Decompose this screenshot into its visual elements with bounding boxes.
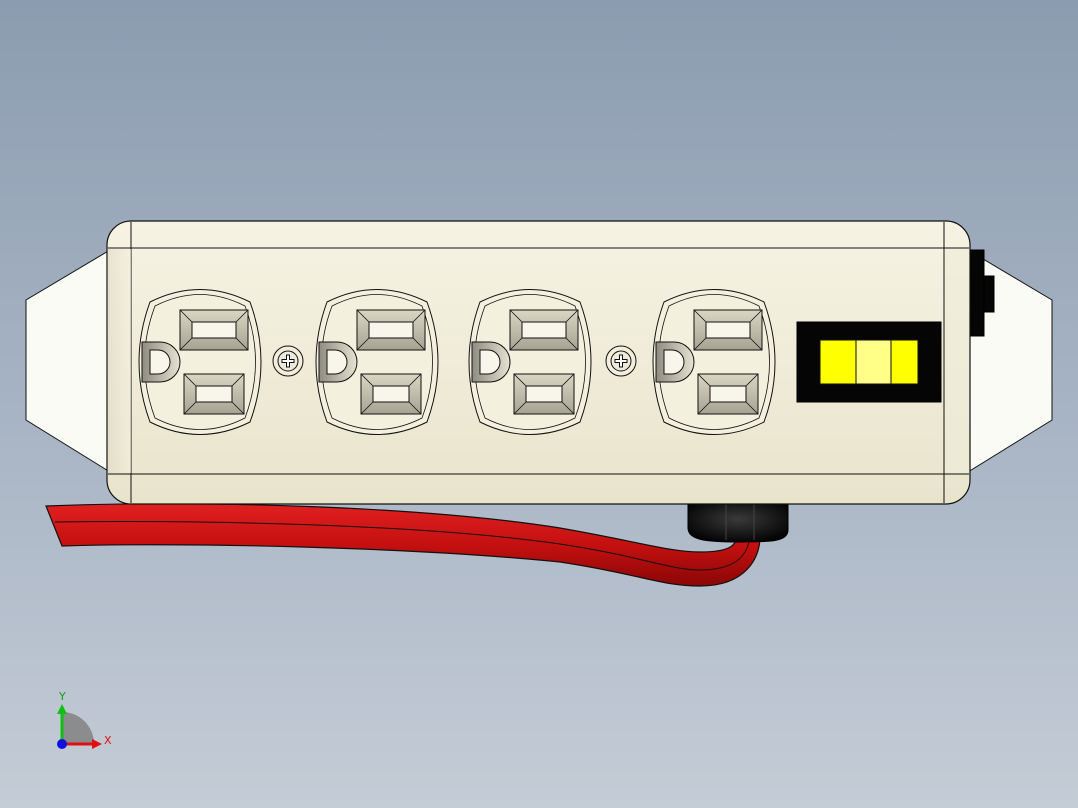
- outlet-slot: [360, 373, 422, 415]
- coordinate-triad: X Y: [57, 690, 112, 749]
- illuminated-switch[interactable]: [796, 321, 942, 403]
- ground-hole: [141, 341, 181, 383]
- outlet-slot: [693, 309, 763, 351]
- outlet-slot: [509, 309, 579, 351]
- y-axis-label: Y: [58, 690, 66, 703]
- screw-1: [272, 345, 304, 377]
- outlet-slot: [356, 309, 426, 351]
- power-cord: [45, 503, 761, 587]
- outlet-3[interactable]: [468, 289, 592, 435]
- outlet-slot: [183, 373, 245, 415]
- outlet-2[interactable]: [315, 289, 439, 435]
- switch-segment-middle[interactable]: [855, 339, 892, 385]
- outlet-slot: [179, 309, 249, 351]
- left-mounting-bracket: [25, 249, 111, 473]
- x-axis-label: X: [104, 734, 112, 747]
- switch-segment-right[interactable]: [890, 339, 919, 385]
- ground-hole: [471, 341, 511, 383]
- ground-hole: [318, 341, 358, 383]
- outlet-slot: [513, 373, 575, 415]
- switch-segment-left[interactable]: [819, 339, 857, 385]
- screw-2: [605, 345, 637, 377]
- screws-group: [272, 345, 637, 377]
- outlet-slot: [697, 373, 759, 415]
- outlet-4[interactable]: [652, 289, 776, 435]
- outlet-1[interactable]: [138, 289, 262, 435]
- cord-grommet: [687, 503, 789, 543]
- ground-hole: [655, 341, 695, 383]
- outlets-group: [138, 289, 776, 435]
